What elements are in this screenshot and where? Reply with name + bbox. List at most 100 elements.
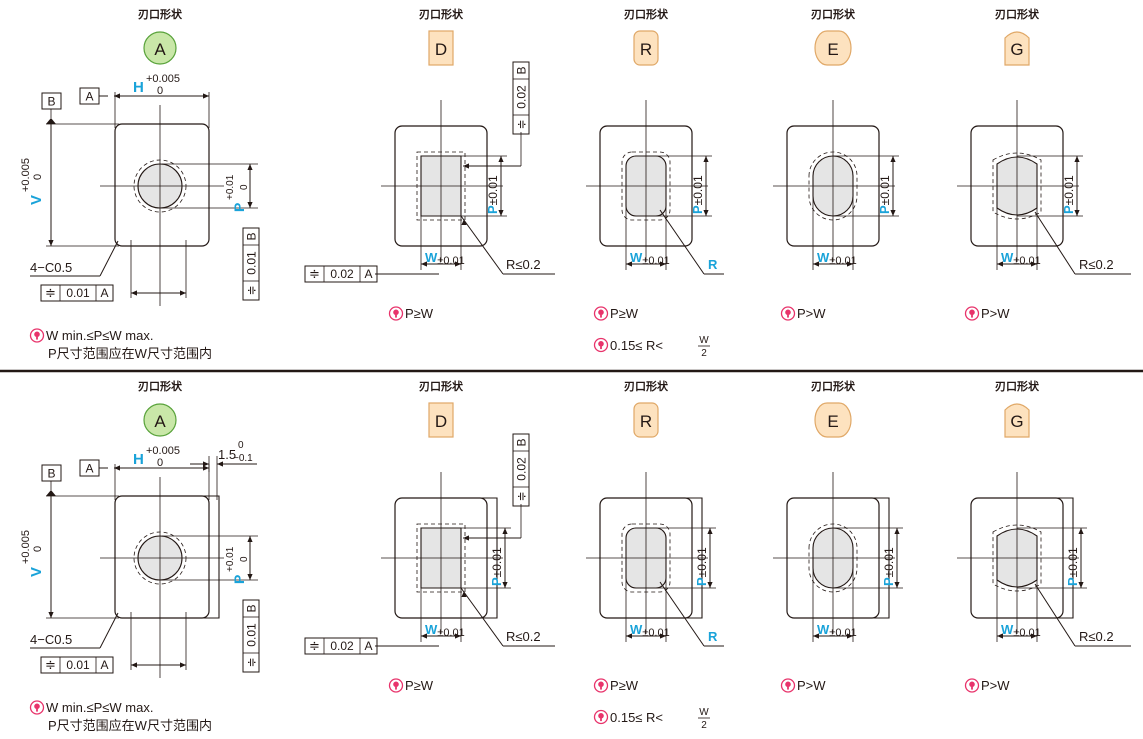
flange-tol-bot: −0.1 bbox=[233, 453, 253, 464]
note-relation: P>W bbox=[964, 306, 1010, 321]
w-label: W±0.01 bbox=[630, 250, 670, 267]
tolerance-zone-outline bbox=[808, 151, 858, 221]
arrow-head-icon bbox=[813, 633, 819, 639]
symmetry-icon: ≑ bbox=[245, 285, 259, 295]
w-dimension: W±0.01 bbox=[625, 558, 670, 642]
note-relation: P>W bbox=[964, 678, 1010, 693]
info-icon-dot bbox=[969, 681, 975, 688]
note-text: P≥W bbox=[405, 306, 434, 321]
shape-title: 刃口形状 bbox=[138, 7, 183, 21]
tolerance-frame-border bbox=[40, 656, 114, 674]
note-text: W min.≤P≤W max. bbox=[46, 700, 153, 715]
v-tol-top: +0.005 bbox=[20, 158, 32, 192]
arrow-head-icon bbox=[131, 290, 137, 296]
h-tol-bot: 0 bbox=[157, 85, 163, 97]
info-icon bbox=[593, 337, 609, 353]
p-dimension: P±0.01 bbox=[1017, 155, 1083, 217]
note-text: 0.15≤ R< bbox=[610, 338, 663, 353]
info-icon bbox=[964, 678, 980, 693]
flange-tol-top: 0 bbox=[238, 440, 244, 451]
radius-leader bbox=[659, 209, 705, 275]
datum-ref: B bbox=[515, 66, 529, 74]
tolerance-zone-outline bbox=[992, 524, 1042, 592]
arrow-head-icon bbox=[421, 633, 427, 639]
tolerance-value: 0.01 bbox=[66, 658, 90, 672]
note-text: P>W bbox=[981, 306, 1010, 321]
h-letter: H bbox=[133, 79, 144, 96]
symmetry-frame-b: B0.02≑ bbox=[512, 433, 530, 507]
arrow-head-icon bbox=[203, 93, 209, 99]
arrow-head-icon bbox=[1031, 261, 1037, 267]
shape-title: 刃口形状 bbox=[624, 7, 669, 21]
note-text: P≥W bbox=[610, 306, 639, 321]
tolerance-zone-outline bbox=[621, 151, 671, 221]
shape-a-circle bbox=[143, 403, 177, 437]
arrow-head-icon bbox=[997, 261, 1003, 267]
datum-ref: B bbox=[245, 232, 259, 240]
p-label: P±0.01 bbox=[694, 547, 709, 586]
p-dimension-label: P±0.01 bbox=[489, 547, 504, 586]
p-dimension-label: P±0.01 bbox=[881, 547, 896, 586]
info-icon-stem bbox=[36, 709, 38, 712]
info-icon-dot bbox=[785, 309, 791, 316]
info-icon-dot bbox=[598, 713, 604, 719]
datum-letter: B bbox=[47, 95, 55, 109]
arrow-head-icon bbox=[703, 156, 709, 162]
info-icon-stem bbox=[600, 687, 602, 690]
datum-ref: A bbox=[364, 267, 372, 281]
info-icon-stem bbox=[395, 315, 397, 318]
datum-letter: A bbox=[85, 90, 93, 104]
shape-letter: A bbox=[154, 40, 166, 59]
h-tol-top: +0.005 bbox=[146, 73, 180, 85]
arrow-head-icon bbox=[894, 582, 900, 588]
arrow-head-icon bbox=[498, 156, 504, 162]
w-dimension: W±0.01 bbox=[812, 558, 857, 642]
p-tol-bot: 0 bbox=[239, 184, 250, 190]
tolerance-value: 0.01 bbox=[245, 623, 259, 647]
arrow-head-icon bbox=[1031, 633, 1037, 639]
arrow-head-icon bbox=[1074, 210, 1080, 216]
info-icon bbox=[780, 306, 796, 321]
note-relation: P≥W bbox=[388, 306, 434, 321]
tolerance-zone-outline bbox=[621, 523, 671, 593]
datum-letter: A bbox=[85, 462, 93, 476]
arrow-head-icon bbox=[847, 261, 853, 267]
shape-title: 刃口形状 bbox=[811, 7, 856, 21]
arrow-head-icon bbox=[203, 461, 209, 467]
shape-letter: D bbox=[435, 40, 447, 59]
radius-leader bbox=[460, 587, 504, 647]
shape-letter: R bbox=[640, 412, 652, 431]
p-label: P±0.01 bbox=[485, 175, 500, 214]
arrow-head-icon bbox=[455, 633, 461, 639]
tolerance-frame-border bbox=[40, 284, 114, 302]
note-relation: P≥W bbox=[593, 306, 639, 321]
shape-letter: E bbox=[827, 412, 838, 431]
w-dimension: W±0.01 bbox=[996, 186, 1041, 270]
p-letter: P bbox=[231, 203, 247, 212]
arrow-head-icon bbox=[203, 465, 209, 471]
info-icon bbox=[388, 678, 404, 693]
radius-leader bbox=[460, 215, 504, 275]
note-text: P≥W bbox=[405, 678, 434, 693]
arrow-head-icon bbox=[1078, 528, 1084, 534]
p-letter: P bbox=[231, 575, 247, 584]
arrow-head-icon bbox=[1078, 582, 1084, 588]
shape-d-rect bbox=[428, 30, 454, 66]
symmetry-icon: ≑ bbox=[309, 638, 320, 653]
info-icon-dot bbox=[34, 703, 40, 710]
w-label: W±0.01 bbox=[817, 250, 857, 267]
info-icon-stem bbox=[971, 687, 973, 690]
tolerance-zone-outline bbox=[416, 151, 466, 221]
shape-e-oval bbox=[814, 402, 852, 438]
